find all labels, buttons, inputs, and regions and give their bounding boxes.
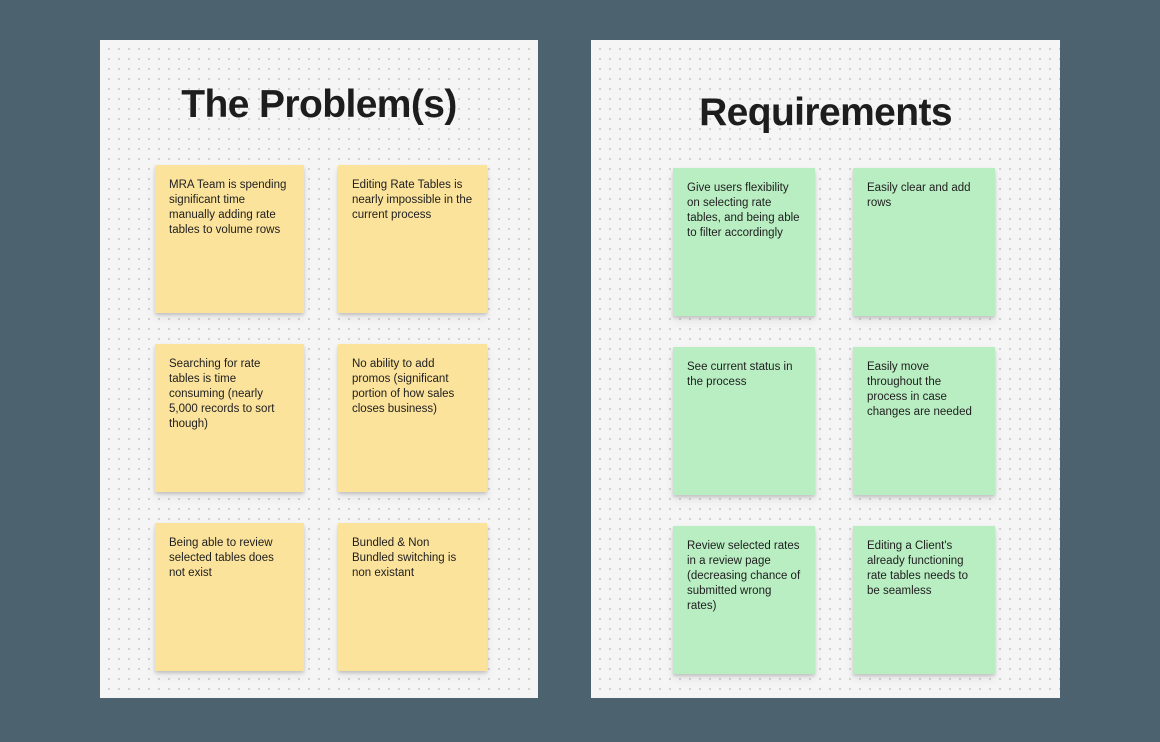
sticky-note[interactable]: Searching for rate tables is time consum… [155,344,304,492]
sticky-note[interactable]: Being able to review selected tables doe… [155,523,304,671]
section-requirements: Requirements Give users flexibility on s… [591,40,1060,698]
section-title-problems: The Problem(s) [181,83,457,127]
sticky-note[interactable]: Easily clear and add rows [853,168,995,316]
problems-note-grid: MRA Team is spending significant time ma… [155,165,487,671]
sticky-note[interactable]: See current status in the process [673,347,815,495]
sticky-note[interactable]: Editing a Client's already functioning r… [853,526,995,674]
sticky-note[interactable]: Review selected rates in a review page (… [673,526,815,674]
sticky-note[interactable]: MRA Team is spending significant time ma… [155,165,304,313]
sticky-note[interactable]: Editing Rate Tables is nearly impossible… [338,165,487,313]
section-title-requirements: Requirements [699,91,952,135]
section-problems: The Problem(s) MRA Team is spending sign… [100,40,538,698]
sticky-note[interactable]: Give users flexibility on selecting rate… [673,168,815,316]
sticky-note[interactable]: Easily move throughout the process in ca… [853,347,995,495]
sticky-note[interactable]: Bundled & Non Bundled switching is non e… [338,523,487,671]
sticky-note[interactable]: No ability to add promos (significant po… [338,344,487,492]
requirements-note-grid: Give users flexibility on selecting rate… [673,168,995,674]
